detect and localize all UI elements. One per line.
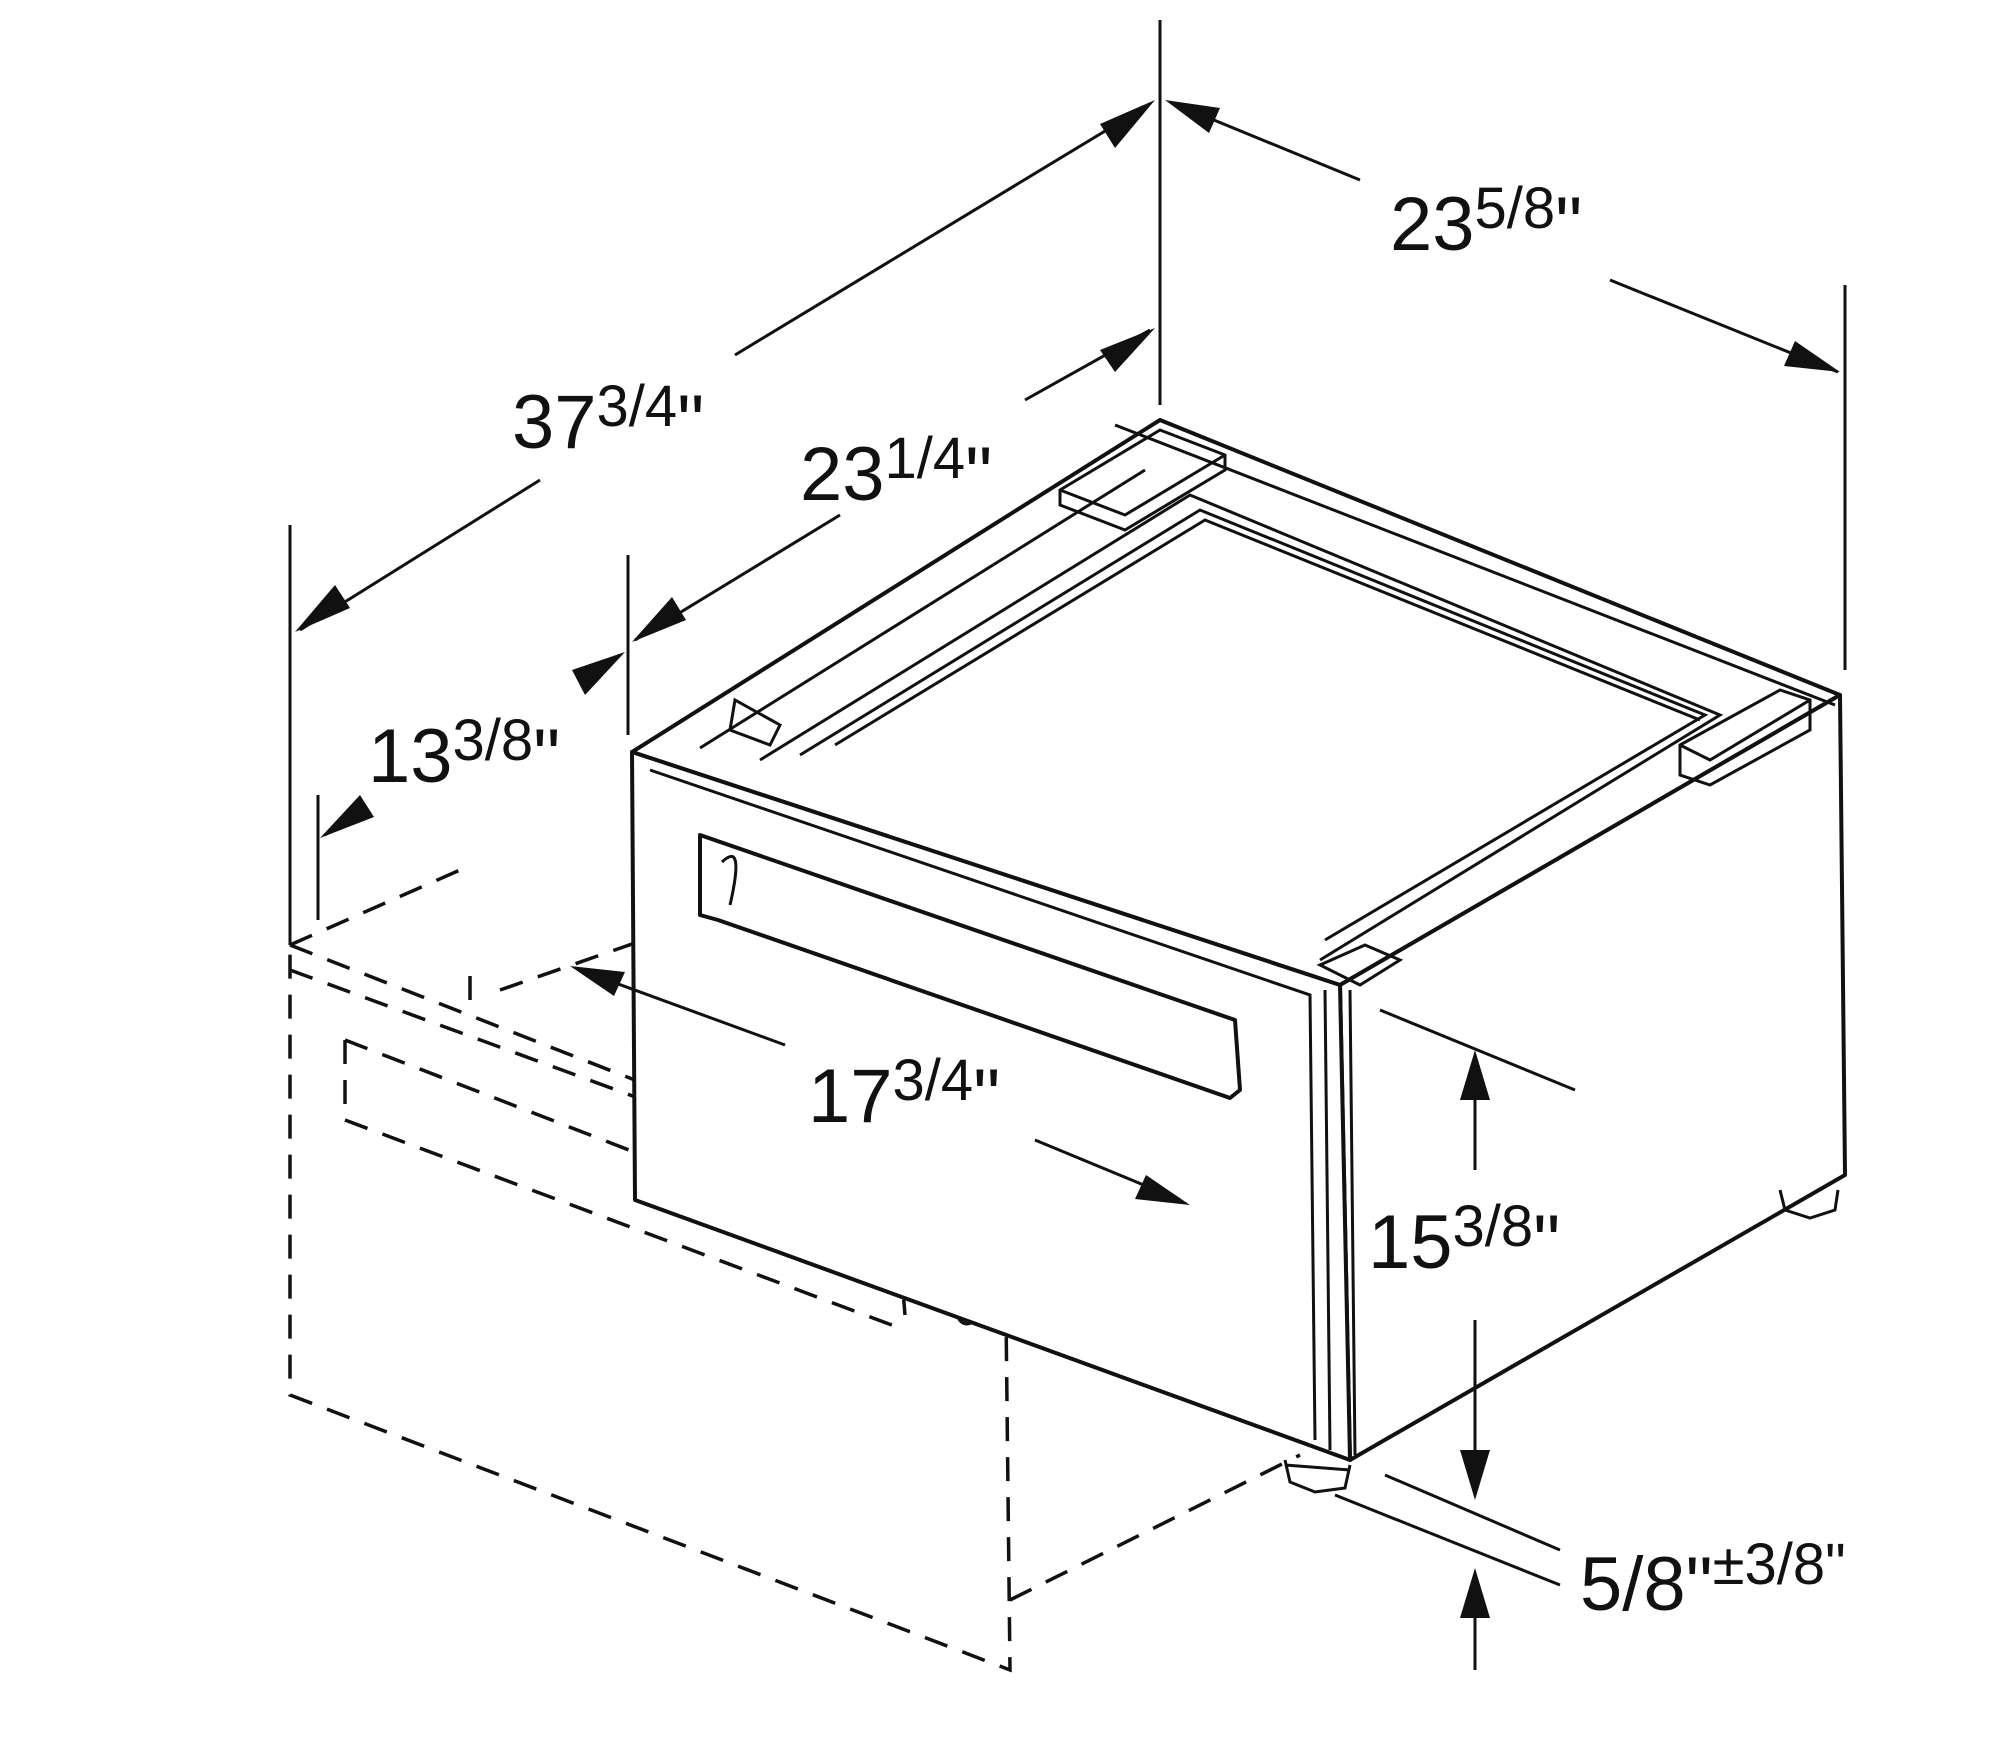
extension-lines: [288, 20, 1847, 1587]
arrowhead: [1460, 1568, 1490, 1618]
pedestal-cabinet: [630, 418, 1847, 1494]
arrowhead: [1460, 1450, 1490, 1500]
arrowhead: [320, 795, 374, 838]
dim-label-drawer-open: 133/8": [368, 708, 560, 799]
arrowhead: [572, 652, 625, 695]
arrowhead: [570, 966, 625, 996]
arrowhead: [1100, 100, 1155, 148]
arrowhead: [1460, 1050, 1490, 1100]
dimension-lines: [295, 100, 1840, 1670]
dim-label-foot-adjust: 5/8"±3/8": [1580, 1532, 1846, 1627]
dimension-labels: 373/4" 231/4" 235/8" 133/8" 173/4" 153/8…: [368, 176, 1846, 1627]
arrowhead: [295, 585, 350, 632]
arrowhead: [632, 597, 686, 642]
arrowhead: [1165, 100, 1220, 133]
dim-label-height: 153/8": [1368, 1194, 1560, 1285]
arrowhead: [1784, 341, 1840, 372]
dim-label-width: 235/8": [1390, 176, 1582, 267]
dim-label-cabinet-depth: 231/4": [800, 426, 992, 517]
arrowhead: [1135, 1175, 1190, 1205]
arrowhead: [1100, 328, 1155, 372]
dim-label-total-depth: 373/4": [512, 374, 704, 465]
dim-label-drawer-inner: 173/4": [808, 1048, 1000, 1139]
